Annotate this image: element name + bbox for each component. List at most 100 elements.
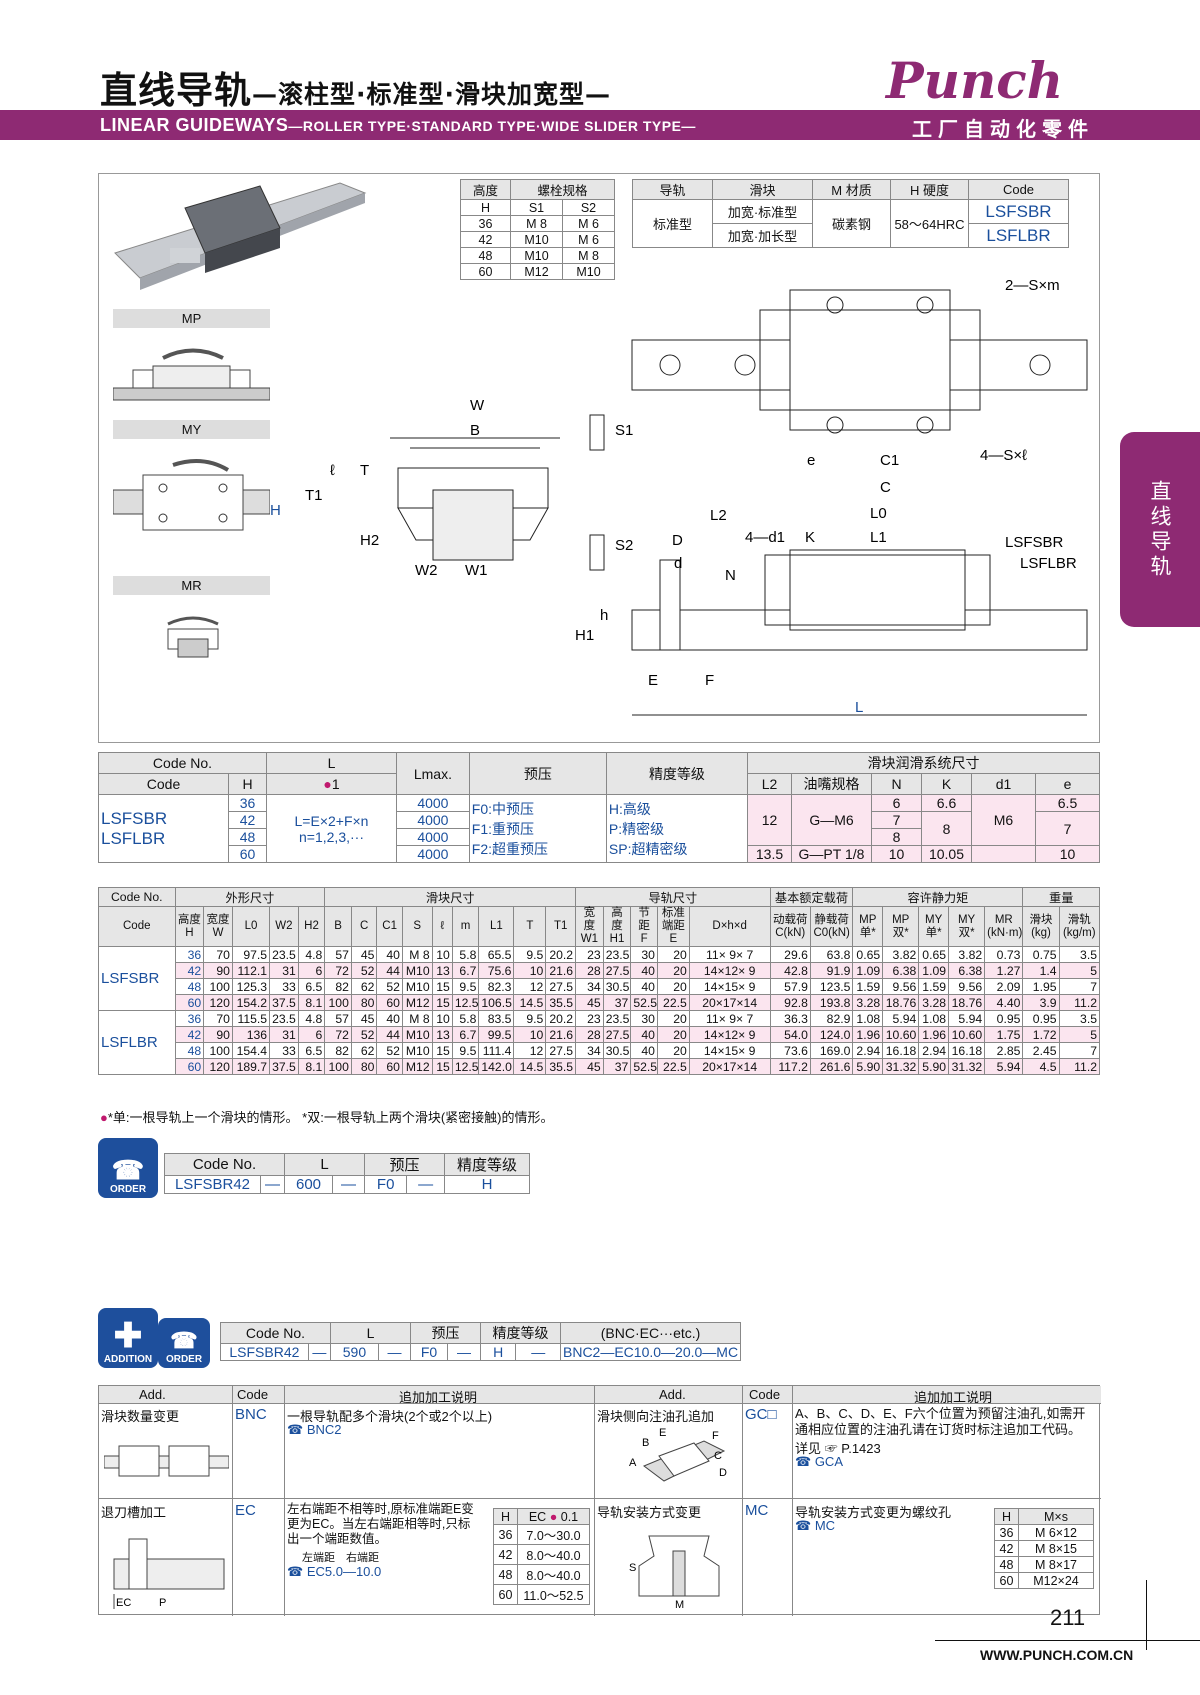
add-item-name: 退刀槽加工	[101, 1505, 167, 1520]
dim-cell: 1.72	[1022, 1026, 1060, 1043]
dim-cell: 30	[630, 1010, 658, 1027]
dim-cell: 189.7	[231, 1058, 271, 1075]
svg-text:L0: L0	[870, 505, 887, 522]
dim-cell: M 8	[401, 946, 433, 963]
dim-cell: 5.94	[948, 1010, 986, 1027]
add-item-code: MC	[745, 1502, 769, 1519]
dim-col-header: C1	[376, 906, 403, 947]
dim-col-header: m	[451, 906, 480, 947]
dim-cell: 33	[269, 1042, 299, 1059]
technical-drawing: W B H T1 ℓ T H2 W2 W1 S1 S2 2—S×m 4—S×ℓ …	[270, 277, 1088, 716]
dim-cell: 3.28	[918, 994, 950, 1011]
dim-cell: 8.1	[297, 994, 326, 1011]
dim-cell: 12	[513, 1042, 547, 1059]
dim-cell: 20	[656, 1042, 690, 1059]
dim-col-header: H2	[297, 906, 326, 947]
dim-cell: 57	[324, 1010, 352, 1027]
dim-cell: 2.94	[852, 1042, 884, 1059]
dim-cell: 120	[203, 994, 233, 1011]
website-url[interactable]: WWW.PUNCH.COM.CN	[980, 1647, 1134, 1663]
dim-cell: 16.18	[882, 1042, 920, 1059]
dim-cell: 20×17×14	[688, 994, 771, 1011]
dim-cell: 154.2	[231, 994, 271, 1011]
dim-cell: 120	[203, 1058, 233, 1075]
my-diagram	[113, 459, 270, 531]
dim-cell: 82.3	[478, 978, 515, 995]
dim-cell: 13	[431, 962, 453, 979]
dim-cell: 3.5	[1058, 946, 1101, 963]
dim-cell: 42	[174, 1026, 205, 1043]
add-item-link[interactable]: ☎ BNC2	[287, 1422, 342, 1437]
dim-cell: 37	[602, 994, 632, 1011]
dim-cell: 23.5	[602, 1010, 632, 1027]
order-icon-2[interactable]: ☎ORDER	[158, 1318, 210, 1368]
dim-cell: 8.1	[297, 1058, 326, 1075]
dim-col-header: 滑轨 (kg/m)	[1058, 906, 1101, 947]
dim-cell: 20.2	[545, 1010, 577, 1027]
dim-cell: 34	[575, 978, 604, 995]
dim-cell: 1.95	[1022, 978, 1060, 995]
dim-cell: 52	[350, 1026, 378, 1043]
dim-col-header: 宽度 W	[203, 906, 233, 947]
dim-cell: 40	[630, 962, 658, 979]
dim-cell: 100	[203, 1042, 233, 1059]
dim-col-header: T	[513, 906, 547, 947]
svg-text:C1: C1	[880, 452, 899, 469]
dim-cell: 90	[203, 1026, 233, 1043]
order-icon[interactable]: ☎ORDER	[98, 1138, 158, 1198]
dim-cell: 1.27	[984, 962, 1024, 979]
page-number: 211	[1050, 1605, 1086, 1630]
dim-cell: 1.59	[918, 978, 950, 995]
dim-cell: 117.2	[769, 1058, 811, 1075]
dim-cell: 34	[575, 1042, 604, 1059]
dim-col-header: ℓ	[431, 906, 453, 947]
dim-cell: 80	[350, 1058, 378, 1075]
svg-text:T: T	[360, 462, 369, 479]
ec-diagram: EC P	[113, 1538, 225, 1609]
add-item-link[interactable]: ☎ EC5.0—10.0	[287, 1564, 382, 1579]
svg-text:S2: S2	[615, 537, 633, 554]
page-title-en: LINEAR GUIDEWAYS—ROLLER TYPE·STANDARD TY…	[100, 115, 696, 135]
dim-cell: 72	[324, 1026, 352, 1043]
dim-cell: 3.5	[1058, 1010, 1101, 1027]
svg-text:L2: L2	[710, 507, 727, 524]
dim-col-header: T1	[545, 906, 577, 947]
dim-col-header: Code	[98, 906, 176, 947]
add-item-code: GC□	[745, 1406, 777, 1423]
dim-col-header: MR (kN·m)	[984, 906, 1024, 947]
dim-cell: 45	[575, 994, 604, 1011]
add-item-link[interactable]: ☎ MC	[795, 1518, 836, 1533]
dim-cell: 100	[324, 1058, 352, 1075]
dim-cell: 92.8	[769, 994, 811, 1011]
dim-cell: 70	[203, 1010, 233, 1027]
dim-cell: 31.32	[882, 1058, 920, 1075]
dim-cell: 45	[575, 1058, 604, 1075]
addition-icon[interactable]: ✚ADDITION	[98, 1308, 158, 1368]
bnc-diagram	[104, 1445, 229, 1477]
dim-cell: 6.7	[451, 1026, 480, 1043]
dim-cell: 1.4	[1022, 962, 1060, 979]
add-item-link[interactable]: ☎ GCA	[795, 1454, 843, 1469]
add-item-ref[interactable]: 详见 ☞ P.1423	[795, 1441, 881, 1456]
side-category-tab[interactable]: 直线导轨	[1120, 432, 1200, 627]
dim-cell: 0.75	[1022, 946, 1060, 963]
svg-text:d: d	[674, 555, 682, 572]
dim-cell: 99.5	[478, 1026, 515, 1043]
dim-cell: 125.3	[231, 978, 271, 995]
dim-cell: 20	[656, 962, 690, 979]
svg-text:B: B	[470, 422, 480, 439]
svg-text:LSFSBR: LSFSBR	[1005, 534, 1064, 551]
dim-cell: 5.90	[918, 1058, 950, 1075]
dim-cell: 42.8	[769, 962, 811, 979]
dim-cell: 6.38	[882, 962, 920, 979]
dim-cell: 82.9	[809, 1010, 854, 1027]
footer-divider	[1146, 1580, 1147, 1650]
